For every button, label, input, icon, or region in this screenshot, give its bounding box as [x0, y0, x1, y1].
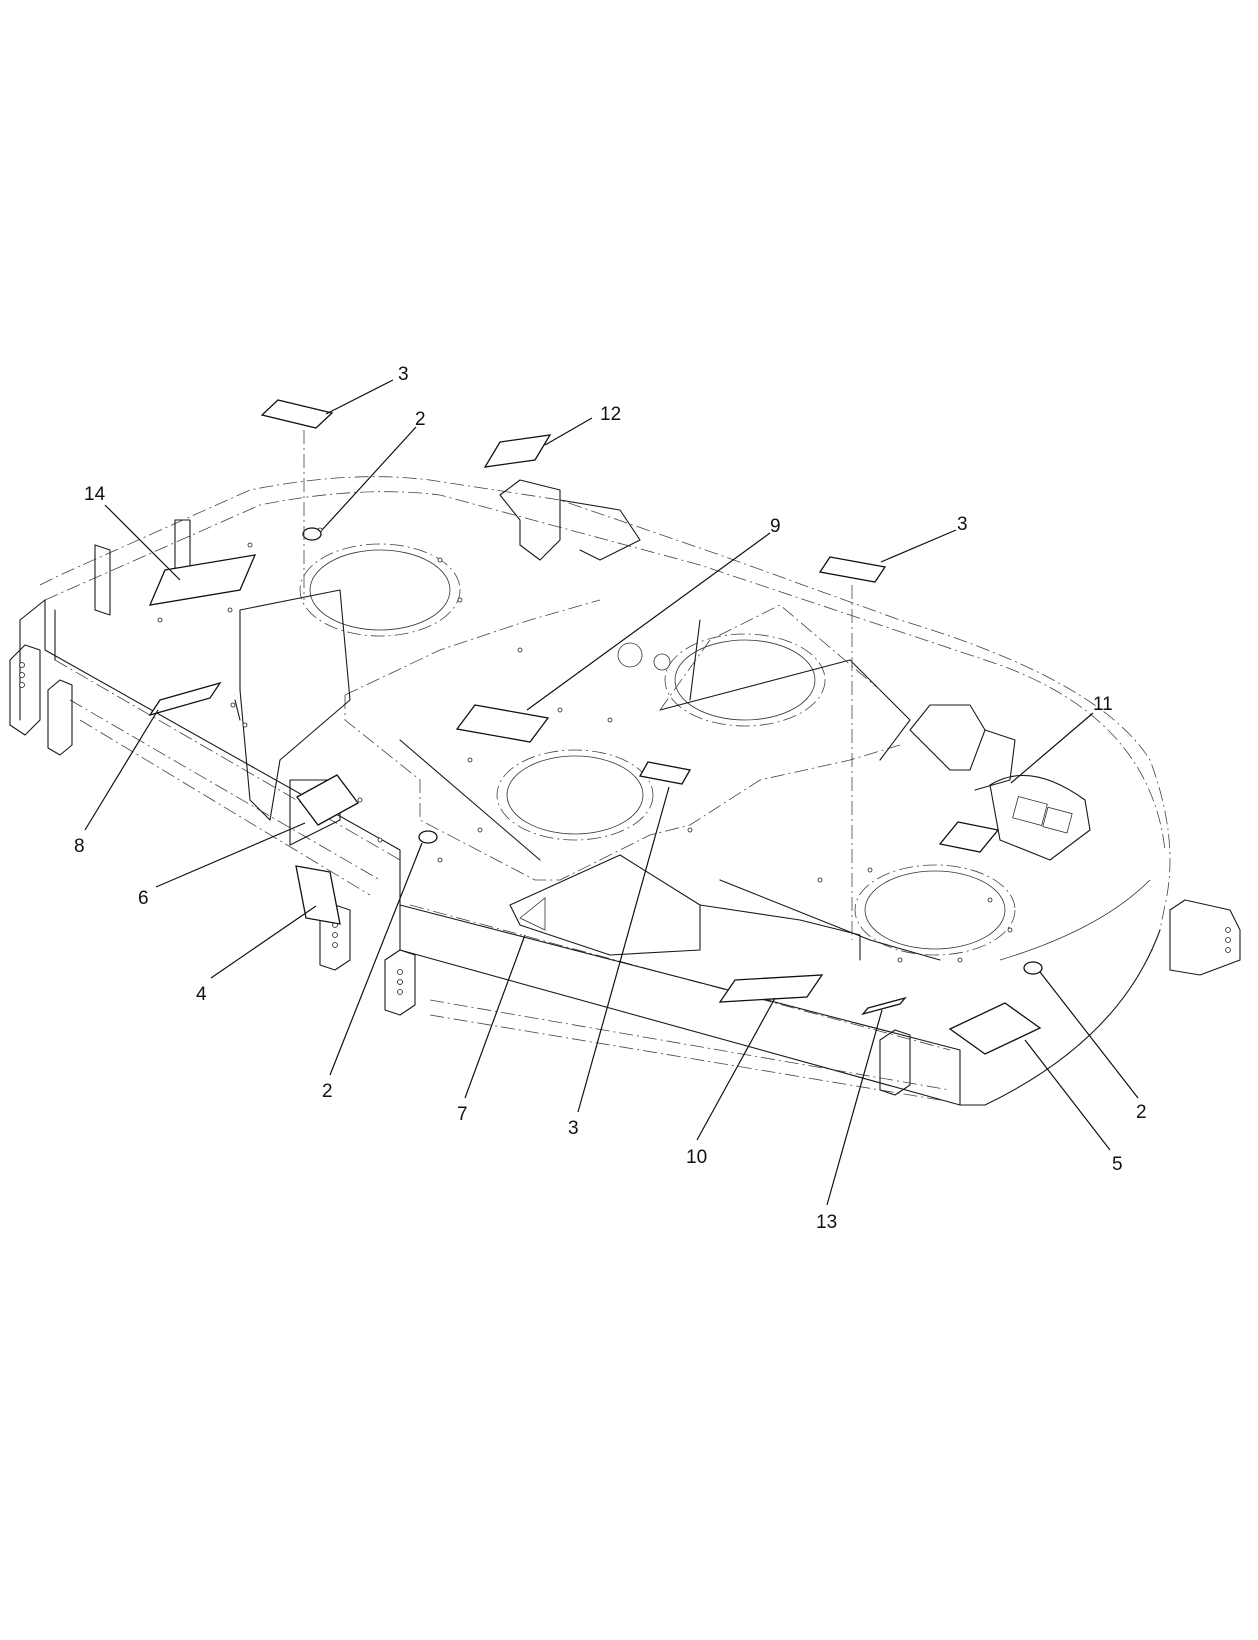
decal-5 [948, 1002, 1042, 1055]
callout-3-top-left: 3 [398, 364, 409, 385]
callout-10: 10 [686, 1147, 707, 1168]
decal-3-top-left [260, 399, 334, 429]
callout-11: 11 [1093, 694, 1113, 715]
callout-3-center: 3 [568, 1118, 579, 1139]
decal-13 [861, 996, 907, 1016]
callout-7: 7 [457, 1104, 468, 1125]
callout-9: 9 [770, 516, 781, 537]
decal-12 [483, 434, 552, 468]
deck-housing [19, 476, 1171, 1106]
decal-2-center [418, 830, 438, 844]
deck-holes [157, 527, 1013, 963]
callout-14: 14 [84, 484, 106, 505]
hoc-plates [9, 644, 1241, 1096]
decal-2-top [302, 527, 322, 541]
decal-3-right [818, 556, 887, 583]
callout-4: 4 [196, 984, 207, 1005]
callout-2-top: 2 [415, 409, 426, 430]
callout-3-right: 3 [957, 514, 968, 535]
spindle-openings [299, 543, 1016, 956]
callout-13: 13 [816, 1212, 837, 1233]
callout-12: 12 [600, 404, 621, 425]
decal-2-right [1023, 961, 1043, 975]
leader-lines [84, 379, 1139, 1206]
callout-8: 8 [74, 836, 85, 857]
decal-6 [296, 774, 359, 826]
callout-2-center: 2 [322, 1081, 333, 1102]
callout-6: 6 [138, 888, 149, 909]
callout-labels: 14 3 2 12 9 3 11 8 6 4 2 7 3 10 13 5 2 [74, 364, 1147, 1233]
callout-2-right: 2 [1136, 1102, 1147, 1123]
decal-8 [148, 681, 222, 717]
callout-5: 5 [1112, 1154, 1123, 1175]
decal-9 [455, 704, 550, 743]
decals [148, 399, 1043, 1055]
decal-11 [938, 821, 1000, 853]
decal-14 [148, 554, 257, 606]
front-baffles [509, 854, 941, 961]
decal-10 [718, 974, 824, 1003]
decal-7 [519, 897, 546, 931]
decal-4 [295, 865, 341, 925]
decal-3-center [638, 761, 692, 785]
center-plate [344, 599, 911, 881]
placement-lines [303, 430, 853, 940]
rear-mounts [499, 479, 1091, 861]
